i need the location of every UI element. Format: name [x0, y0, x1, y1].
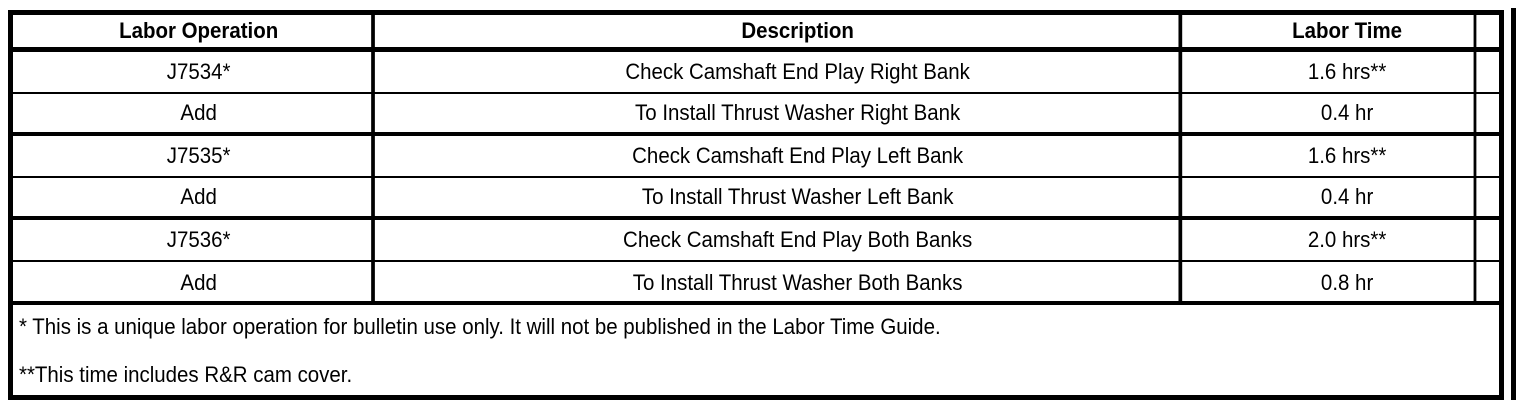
cell-description: To Install Thrust Washer Right Bank — [417, 94, 1183, 132]
column-header-spacer — [1486, 15, 1498, 47]
cell-description: Check Camshaft End Play Left Bank — [417, 136, 1183, 176]
table-row: Add To Install Thrust Washer Both Banks … — [13, 262, 1499, 304]
column-header-labor-operation: Labor Operation — [26, 15, 375, 47]
cell-labor-time: 0.4 hr — [1221, 94, 1477, 132]
footnote-double-asterisk: **This time includes R&R cam cover. — [19, 362, 353, 387]
cell-spacer — [1486, 52, 1498, 92]
cell-description: To Install Thrust Washer Both Banks — [417, 262, 1183, 304]
cell-spacer — [1486, 262, 1498, 304]
footnote-spacer — [19, 340, 1499, 362]
cell-labor-operation: J7535* — [26, 136, 375, 176]
page-right-edge-rule — [1511, 8, 1516, 400]
cell-spacer — [1486, 136, 1498, 176]
cell-labor-time: 1.6 hrs** — [1221, 52, 1477, 92]
cell-labor-time: 0.4 hr — [1221, 178, 1477, 216]
table-row: Add To Install Thrust Washer Right Bank … — [13, 94, 1499, 136]
cell-labor-time: 2.0 hrs** — [1221, 220, 1477, 260]
table-row: Add To Install Thrust Washer Left Bank 0… — [13, 178, 1499, 220]
cell-description: Check Camshaft End Play Right Bank — [417, 52, 1183, 92]
cell-labor-operation: J7534* — [26, 52, 375, 92]
cell-labor-operation: Add — [26, 94, 375, 132]
cell-labor-operation: Add — [26, 178, 375, 216]
column-header-description: Description — [417, 15, 1183, 47]
cell-description: Check Camshaft End Play Both Banks — [417, 220, 1183, 260]
cell-spacer — [1486, 220, 1498, 260]
cell-labor-time: 0.8 hr — [1221, 262, 1477, 304]
table-row: J7534* Check Camshaft End Play Right Ban… — [13, 52, 1499, 94]
column-header-labor-time: Labor Time — [1221, 15, 1477, 47]
cell-labor-operation: J7536* — [26, 220, 375, 260]
table-inner: Labor Operation Description Labor Time J… — [13, 15, 1499, 395]
cell-spacer — [1486, 94, 1498, 132]
cell-labor-time: 1.6 hrs** — [1221, 136, 1477, 176]
cell-spacer — [1486, 178, 1498, 216]
footnote-single-asterisk: * This is a unique labor operation for b… — [19, 314, 941, 339]
labor-operation-table: Labor Operation Description Labor Time J… — [8, 10, 1504, 400]
cell-description: To Install Thrust Washer Left Bank — [417, 178, 1183, 216]
cell-labor-operation: Add — [26, 262, 375, 304]
footnote-block: * This is a unique labor operation for b… — [13, 301, 1499, 395]
table-row: J7535* Check Camshaft End Play Left Bank… — [13, 136, 1499, 178]
table-row: J7536* Check Camshaft End Play Both Bank… — [13, 220, 1499, 262]
table-header-row: Labor Operation Description Labor Time — [13, 15, 1499, 52]
